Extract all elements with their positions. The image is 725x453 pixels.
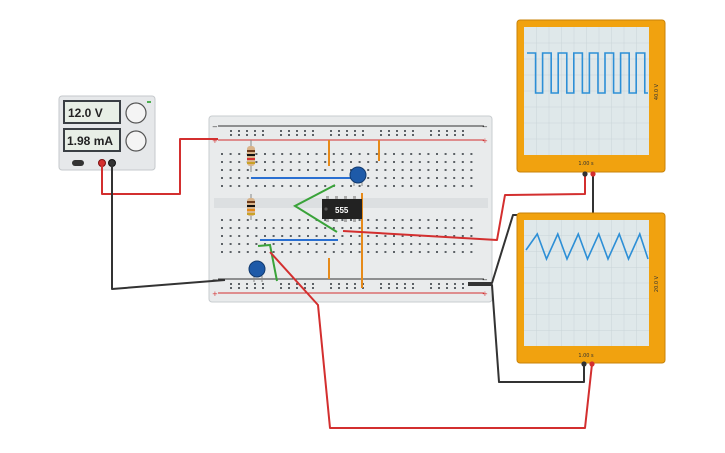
capacitor-probe-wire[interactable] — [269, 251, 593, 429]
oscilloscope-top[interactable]: 1.00 s 40.0 V — [516, 19, 666, 177]
oscilloscope-bottom[interactable]: 1.00 s 20.0 V — [516, 212, 666, 367]
scope-top-pos-terminal[interactable] — [590, 171, 596, 177]
svg-text:+: + — [482, 137, 488, 145]
scope-top-ground-wire[interactable] — [468, 174, 594, 284]
svg-text:+: + — [212, 137, 218, 145]
green-jumper-2[interactable] — [257, 243, 278, 282]
svg-text:−: − — [482, 123, 488, 131]
current-display — [65, 130, 119, 150]
ic-label: 555 — [335, 206, 349, 215]
current-knob[interactable] — [125, 130, 147, 152]
scope-bottom-ground-wire[interactable] — [468, 284, 585, 383]
external-wires[interactable] — [101, 138, 594, 429]
current-readout: 1.98 mA — [67, 134, 113, 148]
scope-bottom-neg-terminal[interactable] — [581, 361, 587, 367]
svg-text:+: + — [482, 290, 488, 298]
svg-text:+: + — [212, 290, 218, 298]
scope-bottom-trace — [525, 231, 649, 262]
capacitor-1[interactable] — [349, 166, 367, 186]
scope-bottom-pos-terminal[interactable] — [589, 361, 595, 367]
svg-text:−: − — [212, 123, 218, 131]
cv-indicator — [147, 101, 151, 103]
scope-top-range: 40.0 V — [654, 83, 660, 100]
green-jumper-1[interactable] — [292, 184, 338, 233]
voltage-knob[interactable] — [125, 102, 147, 124]
scope-bottom-range: 20.0 V — [654, 275, 660, 292]
power-switch[interactable] — [72, 160, 84, 166]
scope-bottom-time: 1.00 s — [578, 353, 594, 359]
power-supply[interactable]: 12.0 V 1.98 mA — [58, 95, 156, 171]
scope-top-trace — [527, 52, 648, 94]
supply-positive-wire[interactable] — [101, 138, 218, 195]
breadboard-holes[interactable] — [221, 130, 473, 289]
resistor-2[interactable] — [247, 194, 255, 220]
supply-negative-wire[interactable] — [111, 163, 226, 290]
board-jumpers[interactable] — [251, 140, 380, 288]
voltage-display — [65, 102, 119, 122]
output-probe-wire[interactable] — [342, 174, 586, 241]
svg-text:−: − — [482, 276, 488, 284]
capacitor-2[interactable] — [248, 260, 266, 282]
voltage-readout: 12.0 V — [68, 106, 103, 120]
resistor-1[interactable] — [247, 140, 255, 172]
ic-555[interactable]: 555 — [322, 196, 362, 222]
scope-top-time: 1.00 s — [578, 161, 594, 167]
scope-top-neg-terminal[interactable] — [582, 171, 588, 177]
